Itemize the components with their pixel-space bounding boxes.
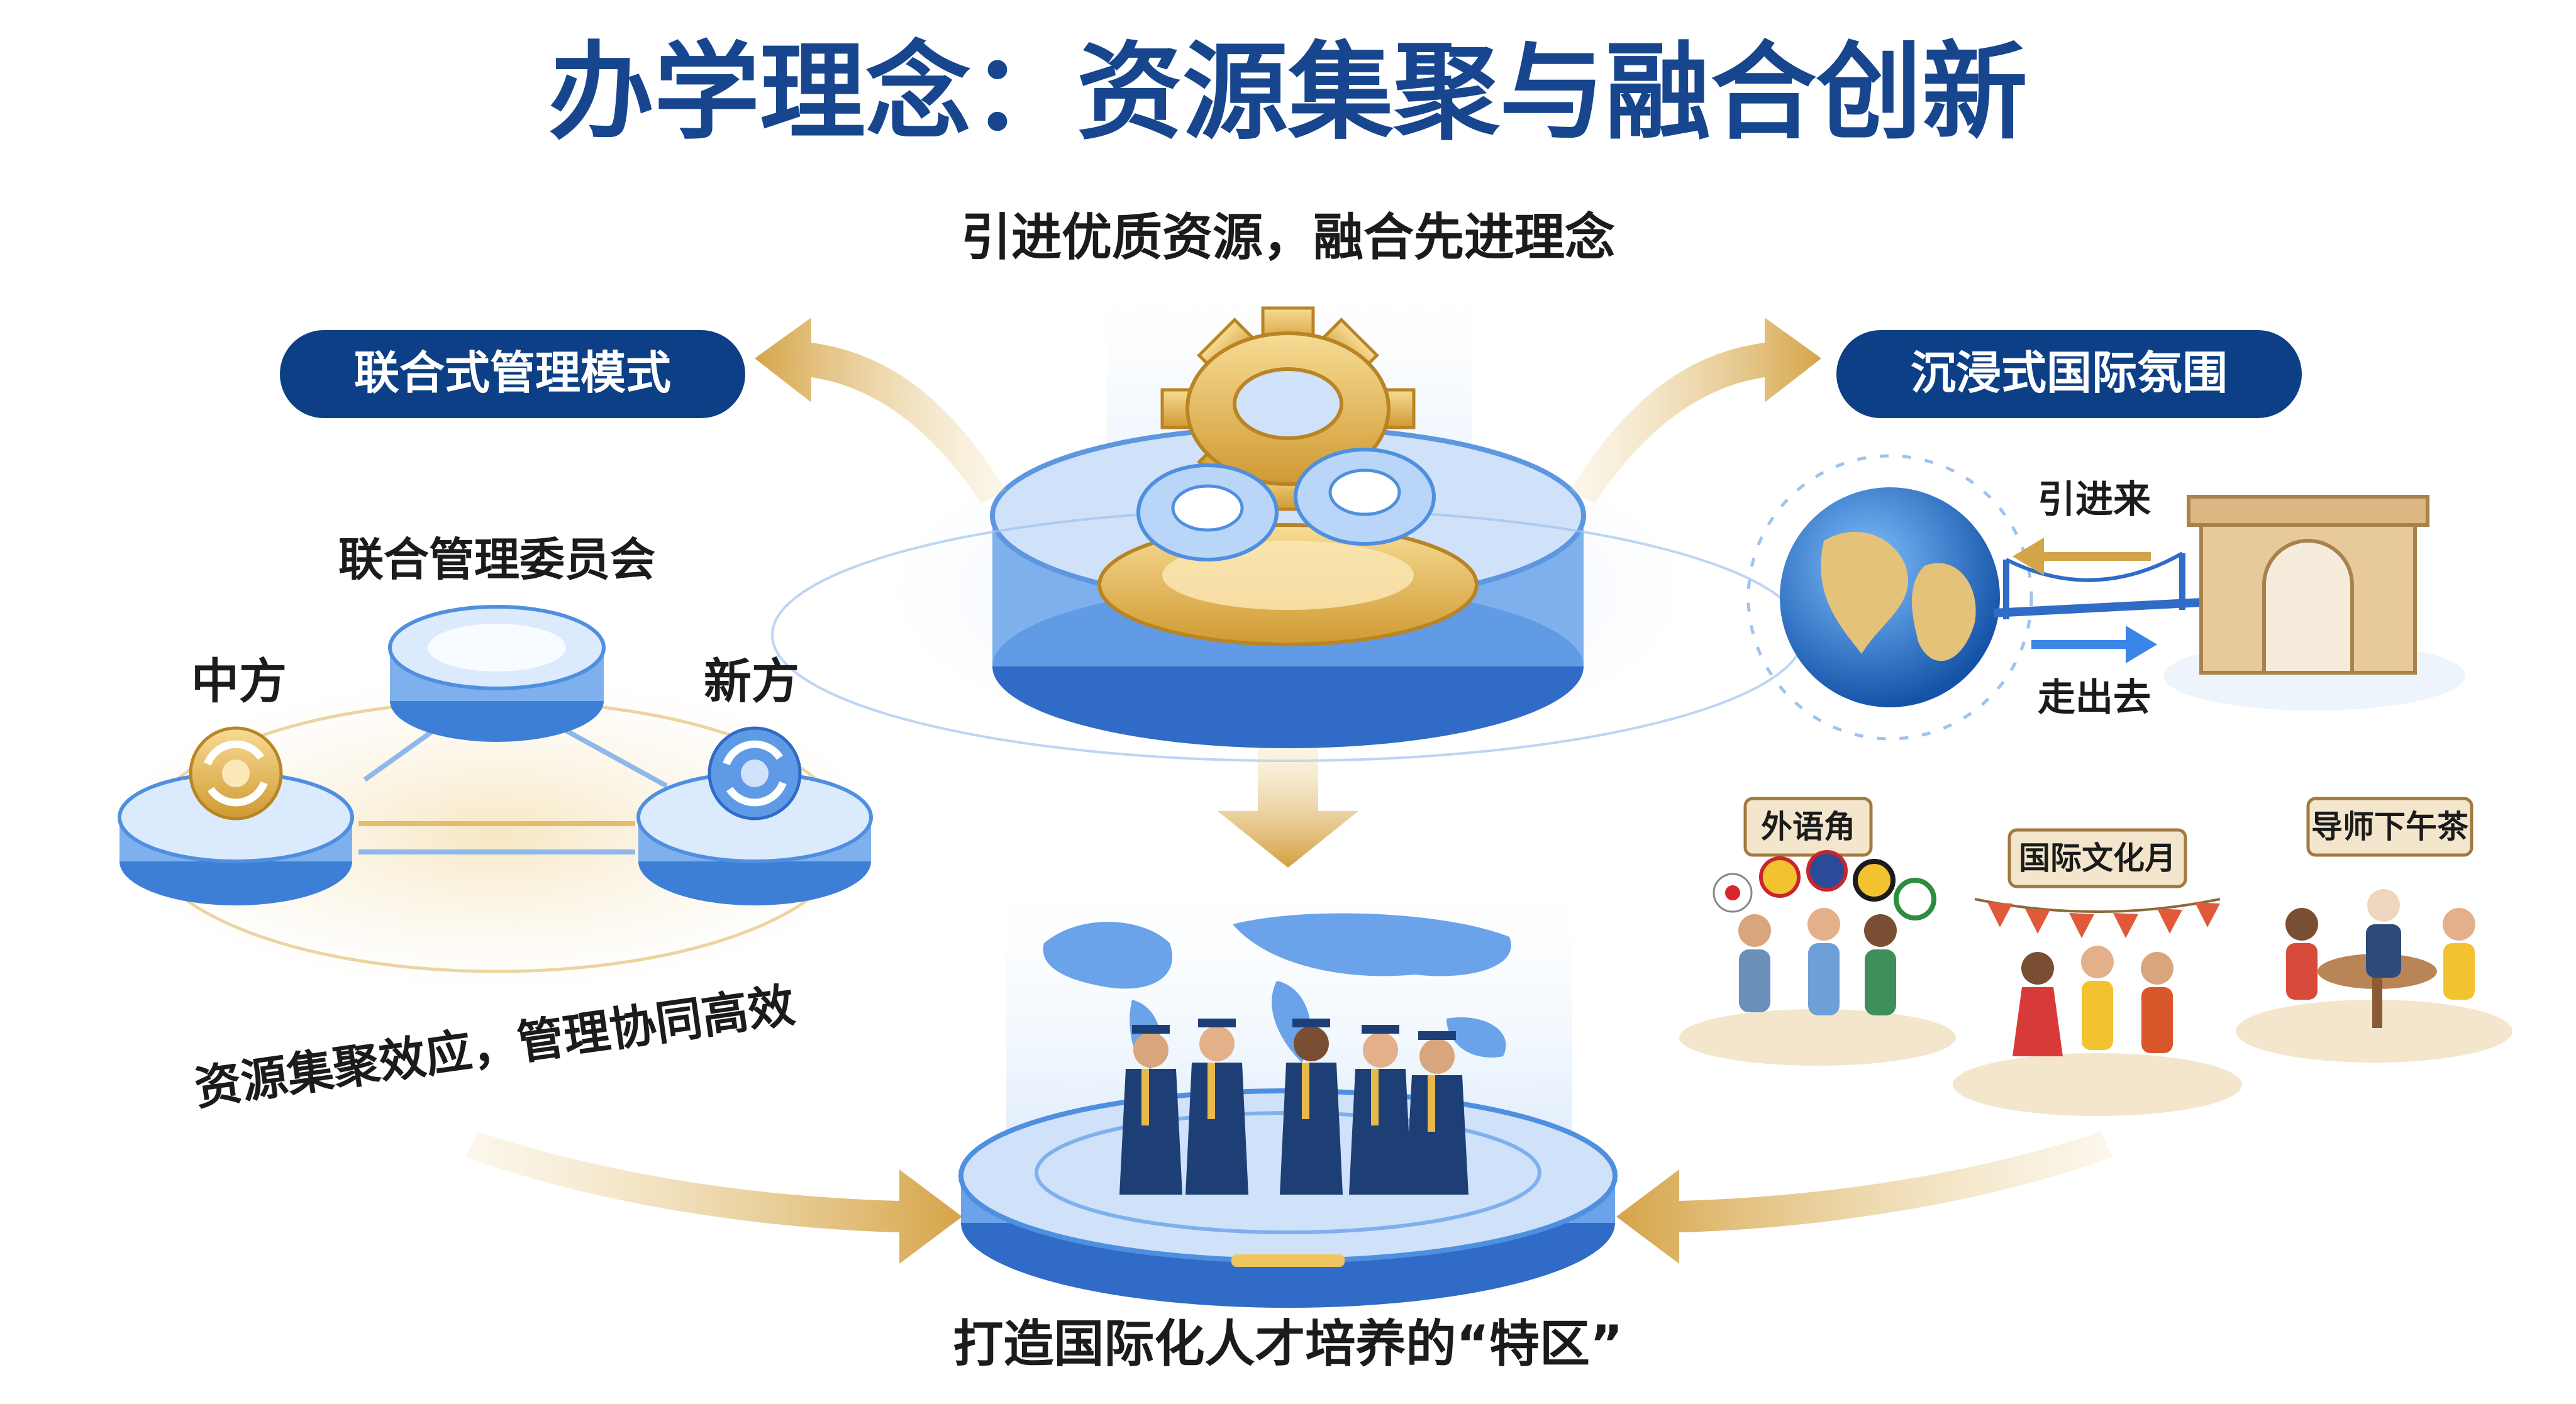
go-out-arrow-icon <box>2031 626 2157 663</box>
china-side-label: 中方 <box>191 653 287 709</box>
effect-label: 资源集聚效应，管理协同高效 <box>191 978 798 1116</box>
bring-in-label: 引进来 <box>2038 478 2151 522</box>
graduates-icon <box>1119 1019 1468 1195</box>
arrow-left-to-bottom <box>465 1132 962 1264</box>
management-triangle <box>107 605 887 990</box>
mentor-students-icon <box>2285 889 2475 1000</box>
left-pill: 联合式管理模式 <box>280 330 745 418</box>
english-corner-sign: 外语角 <box>1761 809 1855 845</box>
singapore-node <box>636 726 873 905</box>
dancing-students-icon <box>2012 946 2174 1056</box>
committee-node <box>388 605 606 742</box>
mentor-tea-scene: 导师下午茶 <box>2236 797 2512 1063</box>
central-gear-hub <box>771 296 1805 762</box>
arch-gate-icon <box>2163 495 2465 710</box>
sync-blue-icon <box>708 726 802 821</box>
sync-gold-icon <box>189 726 283 821</box>
globe-icon <box>1746 454 2033 741</box>
committee-label: 联合管理委员会 <box>338 533 655 586</box>
top-subtitle: 引进优质资源，融合先进理念 <box>961 208 1615 267</box>
arrow-hub-to-right <box>1570 318 1821 503</box>
gear-small-left-icon <box>1136 463 1279 561</box>
gear-large-gold-icon <box>1160 306 1416 511</box>
gear-small-right-icon <box>1294 448 1436 546</box>
china-node <box>118 726 354 905</box>
world-map-icon <box>1043 913 1511 1069</box>
left-pill-label: 联合式管理模式 <box>354 346 671 399</box>
bridge-icon <box>1993 551 2240 619</box>
culture-month-scene: 国际文化月 <box>1953 828 2242 1116</box>
culture-month-sign: 国际文化月 <box>2019 840 2176 876</box>
arrow-hub-to-bottom <box>1218 748 1358 868</box>
mentor-tea-sign: 导师下午茶 <box>2311 809 2469 845</box>
right-pill: 沉浸式国际氛围 <box>1836 330 2302 418</box>
bottom-label: 打造国际化人才培养的“特区” <box>953 1315 1623 1373</box>
go-out-label: 走出去 <box>2038 676 2151 720</box>
bring-in-arrow-icon <box>2012 538 2151 575</box>
page-title: 办学理念：资源集聚与融合创新 <box>548 31 2028 154</box>
right-pill-label: 沉浸式国际氛围 <box>1911 346 2228 399</box>
english-corner-scene: 外语角 <box>1679 797 1956 1066</box>
arrow-hub-to-left <box>755 318 1006 503</box>
students-chatting-icon <box>1738 908 1897 1015</box>
singapore-side-label: 新方 <box>704 653 799 709</box>
arrow-right-to-bottom <box>1616 1132 2113 1264</box>
